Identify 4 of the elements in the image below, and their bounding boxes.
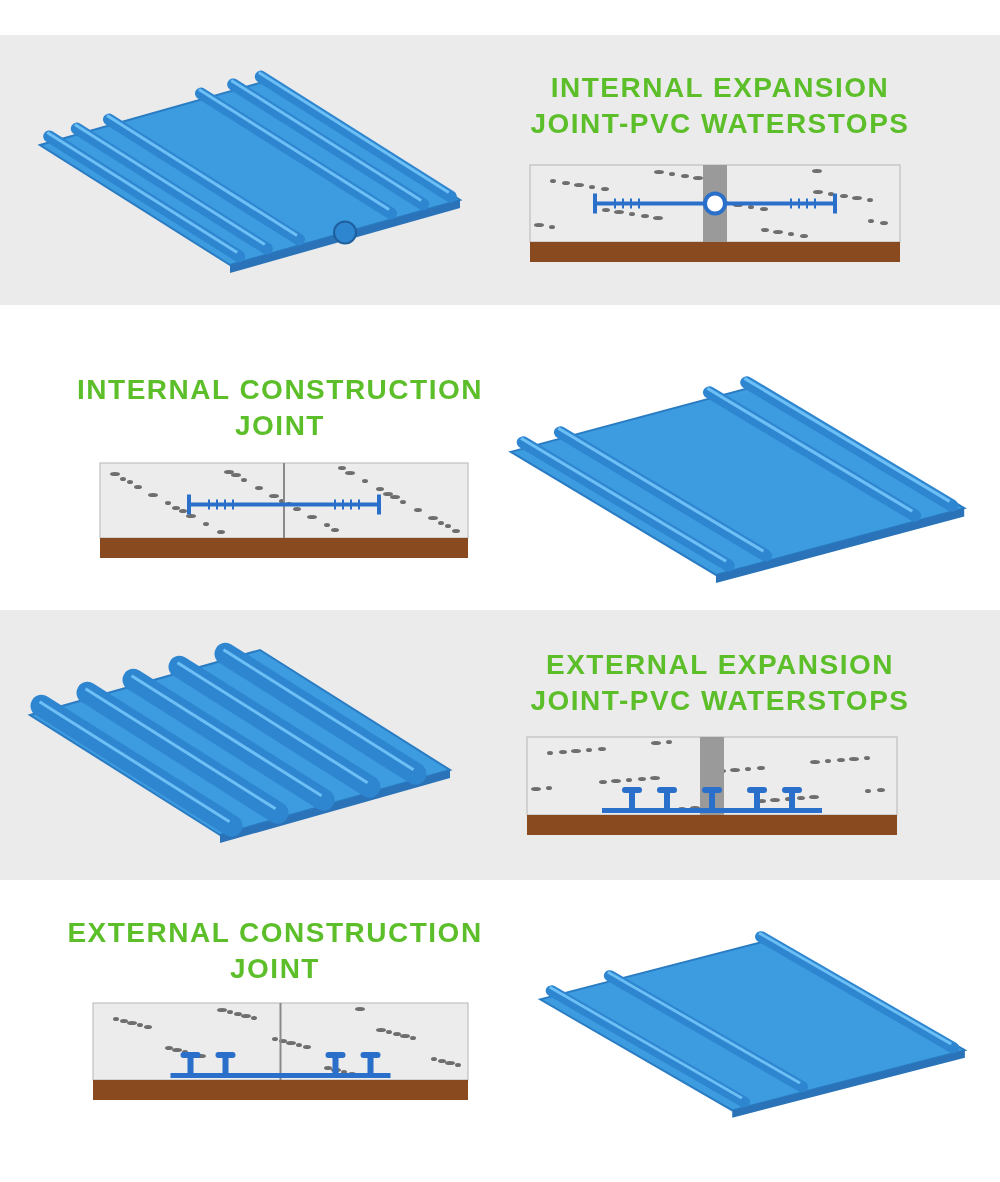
- heading: INTERNAL EXPANSION JOINT-PVC WATERSTOPS: [529, 71, 911, 141]
- heading: INTERNAL CONSTRUCTION JOINT: [76, 373, 484, 443]
- heading: EXTERNAL EXPANSION JOINT-PVC WATERSTOPS: [529, 648, 911, 718]
- heading: EXTERNAL CONSTRUCTION JOINT: [66, 916, 484, 986]
